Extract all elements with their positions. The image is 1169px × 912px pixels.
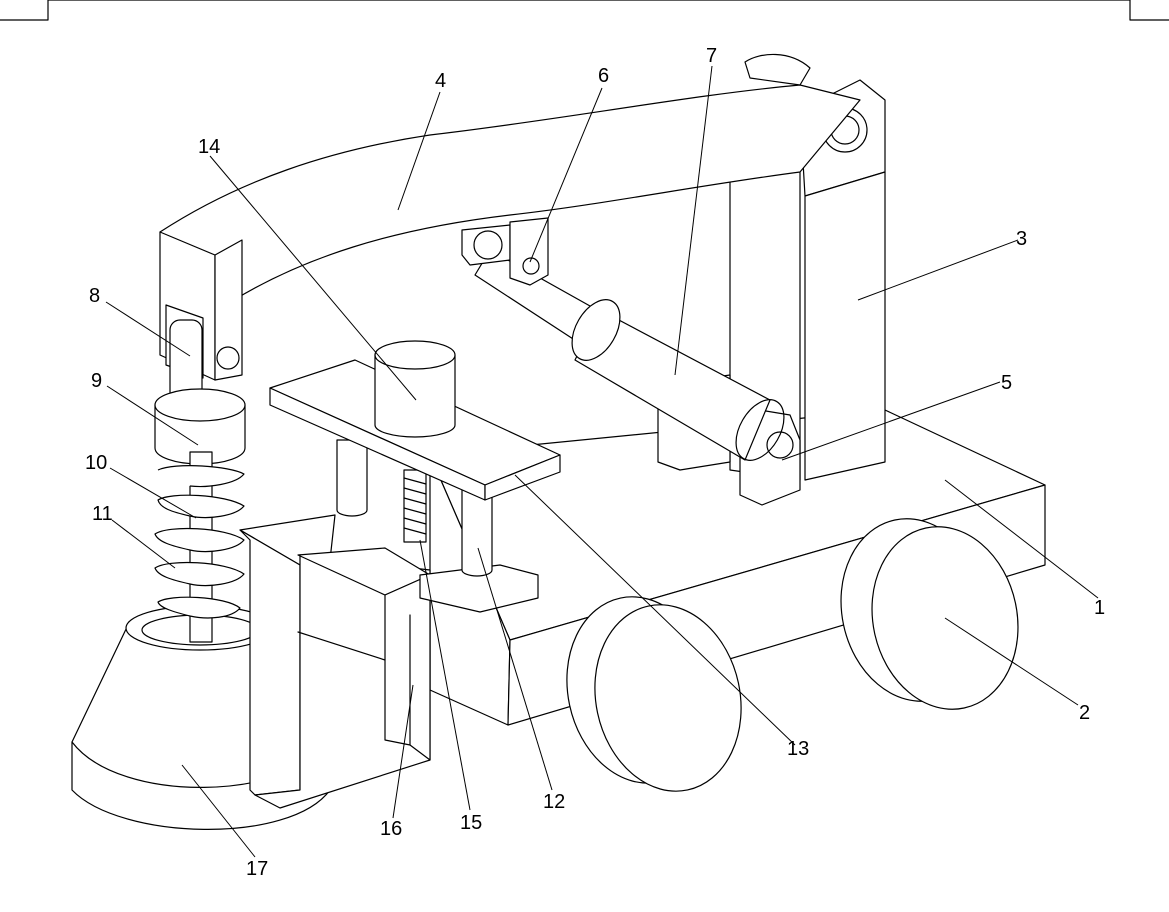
leader-line-14 xyxy=(209,155,417,401)
leader-line-2 xyxy=(944,617,1079,706)
leader-line-3 xyxy=(857,239,1019,301)
callout-label-2: 2 xyxy=(1079,702,1090,724)
leader-line-11 xyxy=(111,519,176,569)
callout-label-10: 10 xyxy=(85,452,107,474)
leader-line-6 xyxy=(529,87,603,263)
callout-label-14: 14 xyxy=(198,136,220,158)
leader-line-16 xyxy=(392,684,414,819)
callout-label-7: 7 xyxy=(706,45,717,67)
leader-line-13 xyxy=(514,474,796,746)
leader-line-12 xyxy=(477,547,553,791)
leader-line-15 xyxy=(419,539,471,811)
callout-label-3: 3 xyxy=(1016,228,1027,250)
callout-label-6: 6 xyxy=(598,65,609,87)
leader-line-17 xyxy=(181,764,256,858)
callout-label-16: 16 xyxy=(380,818,402,840)
front-wheel xyxy=(566,596,742,792)
motor-bracket xyxy=(165,304,204,403)
guide-rod xyxy=(336,439,493,577)
leader-line-1 xyxy=(944,479,1099,599)
callout-labels: 1 2 3 4 5 6 7 8 9 10 11 12 13 14 15 16 1… xyxy=(85,45,1105,880)
callout-label-17: 17 xyxy=(246,858,268,880)
callout-label-1: 1 xyxy=(1094,597,1105,619)
callout-label-15: 15 xyxy=(460,812,482,834)
auger-screw xyxy=(154,451,245,643)
cylinder-lower-mount xyxy=(739,409,801,506)
leader-line-4 xyxy=(397,91,441,211)
callout-label-9: 9 xyxy=(91,370,102,392)
leader-line-10 xyxy=(109,467,197,519)
callout-label-13: 13 xyxy=(787,738,809,760)
leader-line-9 xyxy=(106,385,199,446)
cylinder-upper-mount xyxy=(461,217,549,286)
leader-line-8 xyxy=(105,301,191,357)
leader-line-7 xyxy=(674,65,713,376)
base-plate xyxy=(419,564,539,613)
return-spring xyxy=(403,469,427,543)
callout-label-12: 12 xyxy=(543,791,565,813)
leader-line-5 xyxy=(781,381,1001,461)
u-support-frame xyxy=(239,514,431,809)
callout-label-5: 5 xyxy=(1001,372,1012,394)
callout-label-4: 4 xyxy=(435,70,446,92)
callout-label-11: 11 xyxy=(92,503,113,525)
callout-label-8: 8 xyxy=(89,285,100,307)
leader-lines xyxy=(105,65,1099,858)
top-motor xyxy=(374,340,456,438)
page-corner-marks xyxy=(0,0,1169,21)
shaft-coupling xyxy=(154,388,246,465)
